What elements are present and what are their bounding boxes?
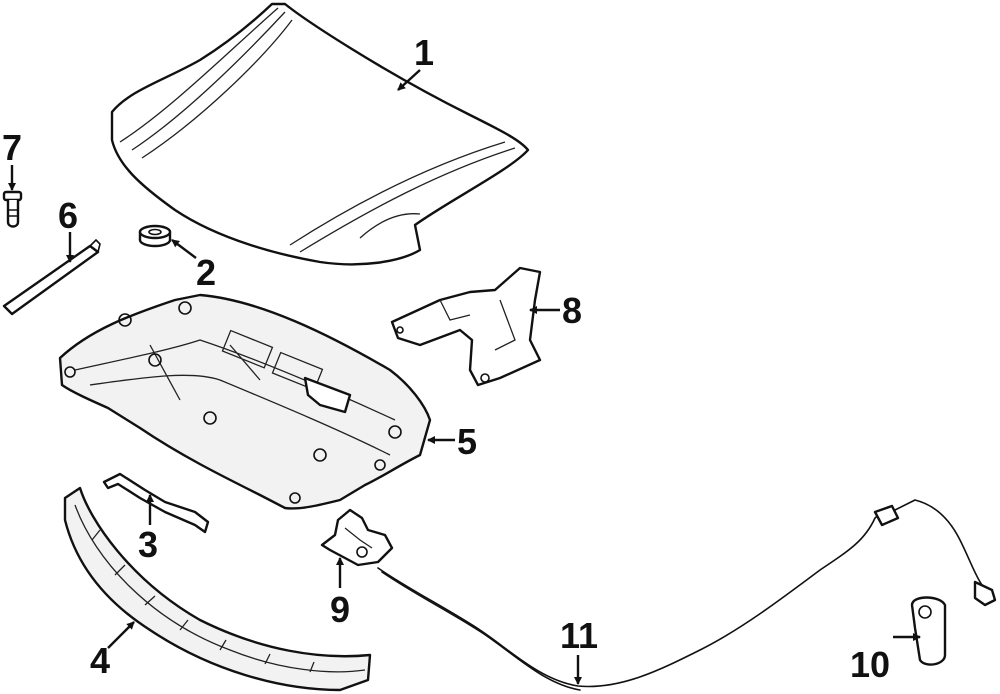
release-cable bbox=[377, 499, 997, 691]
callout-5: 5 bbox=[457, 421, 477, 462]
push-clip bbox=[2, 190, 23, 228]
support-rod bbox=[102, 472, 210, 534]
callout-4: 4 bbox=[90, 640, 110, 681]
callout-7: 7 bbox=[2, 127, 22, 168]
callout-labels: 1 2 3 4 5 6 7 8 9 10 11 bbox=[2, 32, 890, 685]
prop-rod bbox=[2, 238, 101, 316]
callout-2: 2 bbox=[196, 252, 216, 293]
leader-lines bbox=[8, 69, 921, 685]
callout-3: 3 bbox=[138, 524, 158, 565]
hood-hinge bbox=[390, 266, 542, 387]
callout-11: 11 bbox=[560, 615, 598, 656]
hood-bumper bbox=[138, 224, 172, 248]
callout-6: 6 bbox=[58, 195, 78, 236]
hood-insulator bbox=[58, 293, 432, 510]
hood-panel bbox=[110, 2, 530, 266]
seal-strip bbox=[63, 486, 372, 692]
callout-1: 1 bbox=[414, 32, 434, 73]
release-handle bbox=[910, 596, 947, 666]
hood-latch bbox=[320, 508, 394, 567]
callout-10: 10 bbox=[850, 644, 890, 685]
callout-9: 9 bbox=[330, 589, 350, 630]
callout-8: 8 bbox=[562, 290, 582, 331]
